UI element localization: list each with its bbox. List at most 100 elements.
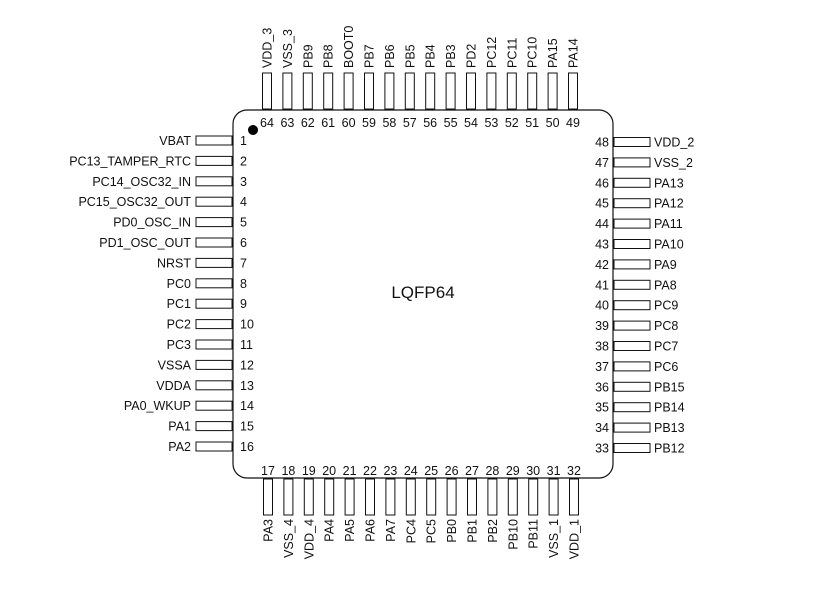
pin-42-stub	[613, 259, 651, 270]
pin-45-number: 45	[595, 197, 609, 211]
pin-38-name: PC7	[654, 340, 678, 354]
pin-59-name: PB7	[363, 44, 377, 68]
pin-19-stub	[303, 478, 314, 516]
pin-28-number: 28	[485, 464, 499, 478]
pin-14-name: PA0_WKUP	[124, 399, 191, 413]
pin-41-number: 41	[595, 278, 609, 292]
pin-13-name: VDDA	[156, 379, 191, 393]
pin-43-number: 43	[595, 238, 609, 252]
pin-16-number: 16	[240, 440, 254, 454]
pin-11-name: PC3	[167, 338, 191, 352]
pin-57-name: PB5	[403, 44, 417, 68]
pin-29-stub	[507, 478, 518, 516]
pin-10-name: PC2	[167, 318, 191, 332]
pin-28-stub	[487, 478, 498, 516]
pin-61-name: PB8	[322, 44, 336, 68]
pin-20-name: PA4	[323, 519, 337, 542]
pin-4-stub	[195, 196, 233, 207]
pin-45-stub	[613, 198, 651, 209]
pin-4-name: PC15_OSC32_OUT	[78, 195, 191, 209]
pin-18-number: 18	[281, 464, 295, 478]
pin-33-name: PB12	[654, 442, 685, 456]
pin-27-number: 27	[465, 464, 479, 478]
pin-34-stub	[613, 422, 651, 433]
pin-56-name: PB4	[424, 44, 438, 68]
pin-7-name: NRST	[157, 256, 191, 270]
pin-55-name: PB3	[444, 44, 458, 68]
pin-2-stub	[195, 155, 233, 166]
pin-25-number: 25	[424, 464, 438, 478]
pin-25-name: PC5	[425, 519, 439, 543]
pin-37-number: 37	[595, 360, 609, 374]
pin-3-number: 3	[240, 175, 247, 189]
pin-23-name: PA7	[384, 519, 398, 542]
pin-32-number: 32	[567, 464, 581, 478]
pin-37-stub	[613, 361, 651, 372]
pin-42-number: 42	[595, 258, 609, 272]
pin-51-stub	[527, 72, 538, 110]
pin-1-name: VBAT	[159, 134, 191, 148]
pin-31-name: VSS_1	[547, 519, 561, 558]
pin-9-number: 9	[240, 297, 247, 311]
pin-47-stub	[613, 157, 651, 168]
pin-9-name: PC1	[167, 297, 191, 311]
pin-63-number: 63	[280, 116, 294, 130]
pin-10-stub	[195, 319, 233, 330]
pin-45-name: PA12	[654, 197, 684, 211]
pin-60-name: BOOT0	[342, 26, 356, 68]
pin-44-stub	[613, 218, 651, 229]
pin-34-name: PB13	[654, 421, 685, 435]
pin-44-name: PA11	[654, 217, 683, 231]
pin-61-number: 61	[321, 116, 335, 130]
pin-22-name: PA6	[364, 519, 378, 542]
pin-46-name: PA13	[654, 176, 684, 190]
pin-62-number: 62	[301, 116, 315, 130]
pin-48-name: VDD_2	[654, 136, 694, 150]
pin-35-name: PB14	[654, 401, 685, 415]
pin-13-number: 13	[240, 379, 254, 393]
pin-15-stub	[195, 421, 233, 432]
pin-35-number: 35	[595, 401, 609, 415]
pin-46-number: 46	[595, 176, 609, 190]
pin-22-number: 22	[363, 464, 377, 478]
pin-38-stub	[613, 341, 651, 351]
pin-37-name: PC6	[654, 360, 678, 374]
pin-46-stub	[613, 177, 651, 188]
pin-55-number: 55	[444, 116, 458, 130]
pin-29-name: PB10	[506, 519, 520, 550]
pin-53-name: PC12	[485, 37, 499, 68]
pin-14-stub	[195, 400, 233, 411]
pin-20-number: 20	[322, 464, 336, 478]
pin-32-stub	[569, 478, 579, 516]
pin-18-stub	[283, 478, 294, 516]
pin-31-stub	[548, 478, 559, 516]
pin-50-name: PA15	[546, 38, 560, 68]
pin-4-number: 4	[240, 195, 247, 209]
pin-49-name: PA14	[567, 38, 581, 68]
pin-31-number: 31	[547, 464, 561, 478]
pin-8-name: PC0	[167, 277, 191, 291]
pin-5-number: 5	[240, 216, 247, 230]
pin-18-name: VSS_4	[282, 519, 296, 558]
pin-36-name: PB15	[654, 380, 685, 394]
pin-12-name: VSSA	[158, 358, 192, 372]
chip-body	[232, 109, 614, 479]
pin-60-stub	[343, 72, 354, 110]
pin-63-stub	[282, 72, 293, 110]
pin-64-name: VDD_3	[261, 28, 275, 68]
pin-36-stub	[613, 381, 651, 392]
pin-57-number: 57	[403, 116, 417, 130]
pin-48-stub	[613, 137, 651, 147]
pin-17-stub	[263, 478, 273, 516]
pin-21-name: PA5	[343, 519, 357, 542]
pin-9-stub	[195, 298, 233, 309]
pin-54-name: PD2	[465, 44, 479, 68]
pin-58-name: PB6	[383, 44, 397, 68]
pin-61-stub	[323, 72, 334, 110]
pin-53-stub	[486, 72, 497, 110]
pin-49-number: 49	[566, 116, 580, 130]
pin-56-stub	[425, 72, 436, 110]
pin-16-name: PA2	[168, 440, 191, 454]
pin-39-name: PC8	[654, 319, 678, 333]
